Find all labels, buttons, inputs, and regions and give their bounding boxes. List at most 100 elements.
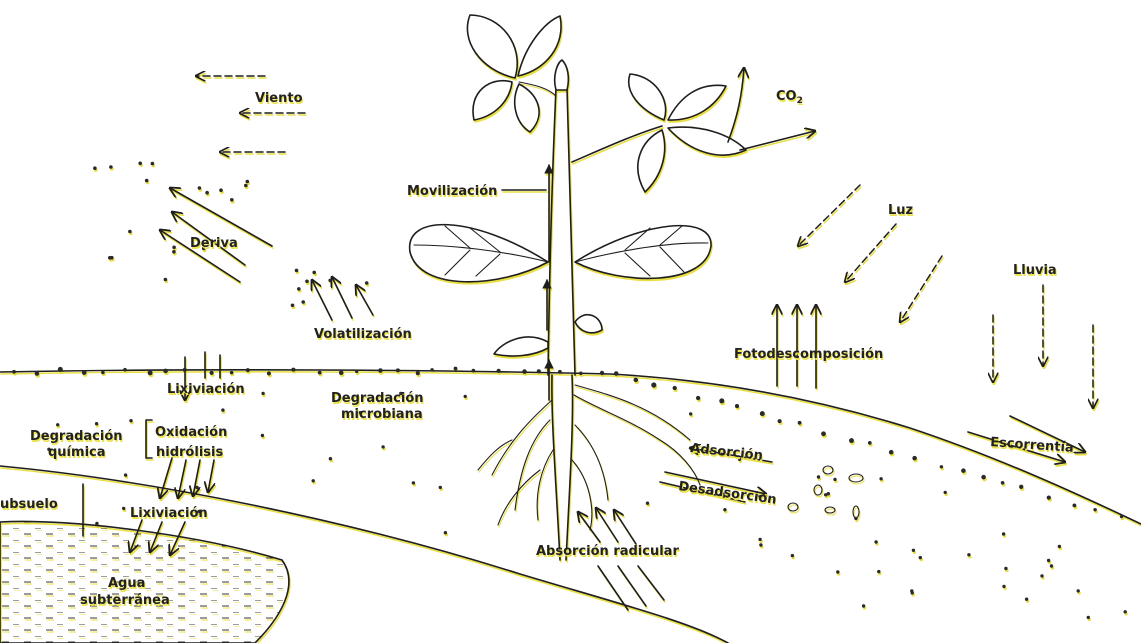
- soil-particle: [849, 474, 863, 482]
- soil-particle: [788, 503, 798, 511]
- particle-dot: [1019, 485, 1023, 489]
- particle-dot: [138, 162, 142, 166]
- label-microbial-degradation-line2: microbiana: [341, 407, 423, 422]
- particle-dot: [145, 179, 149, 183]
- particle-dot: [719, 398, 724, 403]
- right-leaf: [668, 127, 746, 155]
- particle-dot: [244, 184, 248, 188]
- label-desorption: Desadsorción: [677, 479, 777, 508]
- label-volatilization: Volatilización: [314, 327, 412, 342]
- top-leaf: [518, 16, 561, 76]
- chemical-degradation-bracket: [146, 420, 152, 458]
- particle-dot: [758, 538, 761, 541]
- particle-dot: [940, 465, 943, 468]
- particle-dot: [439, 486, 442, 489]
- particle-dot: [944, 491, 947, 494]
- label-microbial-degradation-line1: Degradación: [331, 391, 424, 406]
- particle-dot: [328, 279, 332, 283]
- label-oxidation: Oxidación: [155, 425, 227, 440]
- particle-dot: [778, 419, 782, 423]
- particle-dot: [537, 369, 541, 373]
- particle-dot: [318, 371, 322, 375]
- oxidation-arrow: [208, 460, 214, 492]
- particle-dot: [122, 507, 125, 510]
- particle-dot: [522, 369, 527, 374]
- label-light: Luz: [888, 203, 913, 218]
- particle-dot: [1120, 515, 1123, 518]
- particle-dot: [101, 371, 105, 375]
- co2-arrow: [728, 68, 744, 142]
- particle-dot: [430, 368, 433, 371]
- label-co2-subscript: 2: [797, 96, 803, 106]
- root-absorption-arrow: [578, 512, 600, 542]
- particle-dot: [198, 186, 202, 190]
- particle-dot: [301, 300, 305, 304]
- particle-dot: [230, 371, 234, 375]
- particle-dot: [735, 404, 739, 408]
- particle-dot: [874, 540, 877, 543]
- particle-dot: [95, 422, 98, 425]
- soil-particle: [823, 466, 833, 474]
- particle-dot: [297, 287, 301, 291]
- particle-dot: [355, 370, 358, 373]
- particle-dot: [912, 549, 915, 552]
- particle-dot: [246, 368, 250, 372]
- particle-dot: [124, 473, 127, 476]
- particle-dot: [1002, 532, 1005, 535]
- particle-dot: [600, 371, 604, 375]
- particle-dot: [365, 281, 369, 285]
- label-runoff: Escorrentía: [990, 435, 1074, 456]
- particle-dot: [82, 370, 87, 375]
- particle-dot: [673, 386, 677, 390]
- volatilization-arrow: [312, 280, 332, 320]
- particle-dot: [1058, 545, 1061, 548]
- particle-dot: [912, 456, 917, 461]
- particle-dot: [824, 493, 827, 496]
- particle-dot: [817, 475, 820, 478]
- particle-dot: [1004, 567, 1007, 570]
- label-leaching-bottom: Lixiviación: [130, 506, 208, 521]
- plant-stem-right-edge: [567, 88, 575, 375]
- particle-dot: [312, 271, 316, 275]
- light-arrow: [798, 185, 860, 246]
- particle-dot: [312, 479, 315, 482]
- label-groundwater-line2: subterránea: [80, 593, 170, 608]
- label-leaching-top: Lixiviación: [167, 382, 245, 397]
- particle-dot: [12, 370, 16, 374]
- particle-dot: [651, 382, 656, 387]
- label-mobilization: Movilización: [407, 184, 497, 199]
- lower-leaf-right: [575, 315, 602, 333]
- lower-leaf-left: [494, 337, 548, 356]
- particle-dot: [464, 395, 467, 398]
- particle-dot: [1124, 610, 1127, 613]
- particle-dot: [1077, 589, 1080, 592]
- top-leaf: [473, 81, 512, 120]
- right-leaf: [668, 85, 726, 120]
- particle-dot: [833, 478, 836, 481]
- oxidation-arrow: [160, 458, 172, 498]
- particle-dot: [416, 371, 420, 375]
- right-leaf: [638, 130, 665, 192]
- particle-dot: [1047, 495, 1051, 499]
- particle-dot: [58, 367, 63, 372]
- particle-dot: [791, 554, 794, 557]
- particle-dot: [444, 531, 447, 534]
- particle-dot: [291, 368, 295, 372]
- label-co2-main: CO: [776, 89, 797, 104]
- label-subsoil: ubsuelo: [0, 497, 58, 512]
- right-leaf: [629, 74, 666, 120]
- particle-dot: [1093, 508, 1096, 511]
- oxidation-arrow: [193, 460, 200, 496]
- particle-dot: [821, 431, 826, 436]
- label-chemical-degradation-line1: Degradación: [30, 429, 123, 444]
- particle-dot: [911, 591, 914, 594]
- particle-dot: [760, 411, 765, 416]
- soil-particle: [814, 485, 822, 495]
- root-absorption-arrow: [614, 510, 636, 544]
- particle-dot: [646, 502, 649, 505]
- particle-dot: [961, 468, 966, 473]
- label-chemical-degradation-line2: química: [48, 445, 106, 460]
- particle-dot: [148, 370, 153, 375]
- label-drift: Deriva: [190, 236, 238, 251]
